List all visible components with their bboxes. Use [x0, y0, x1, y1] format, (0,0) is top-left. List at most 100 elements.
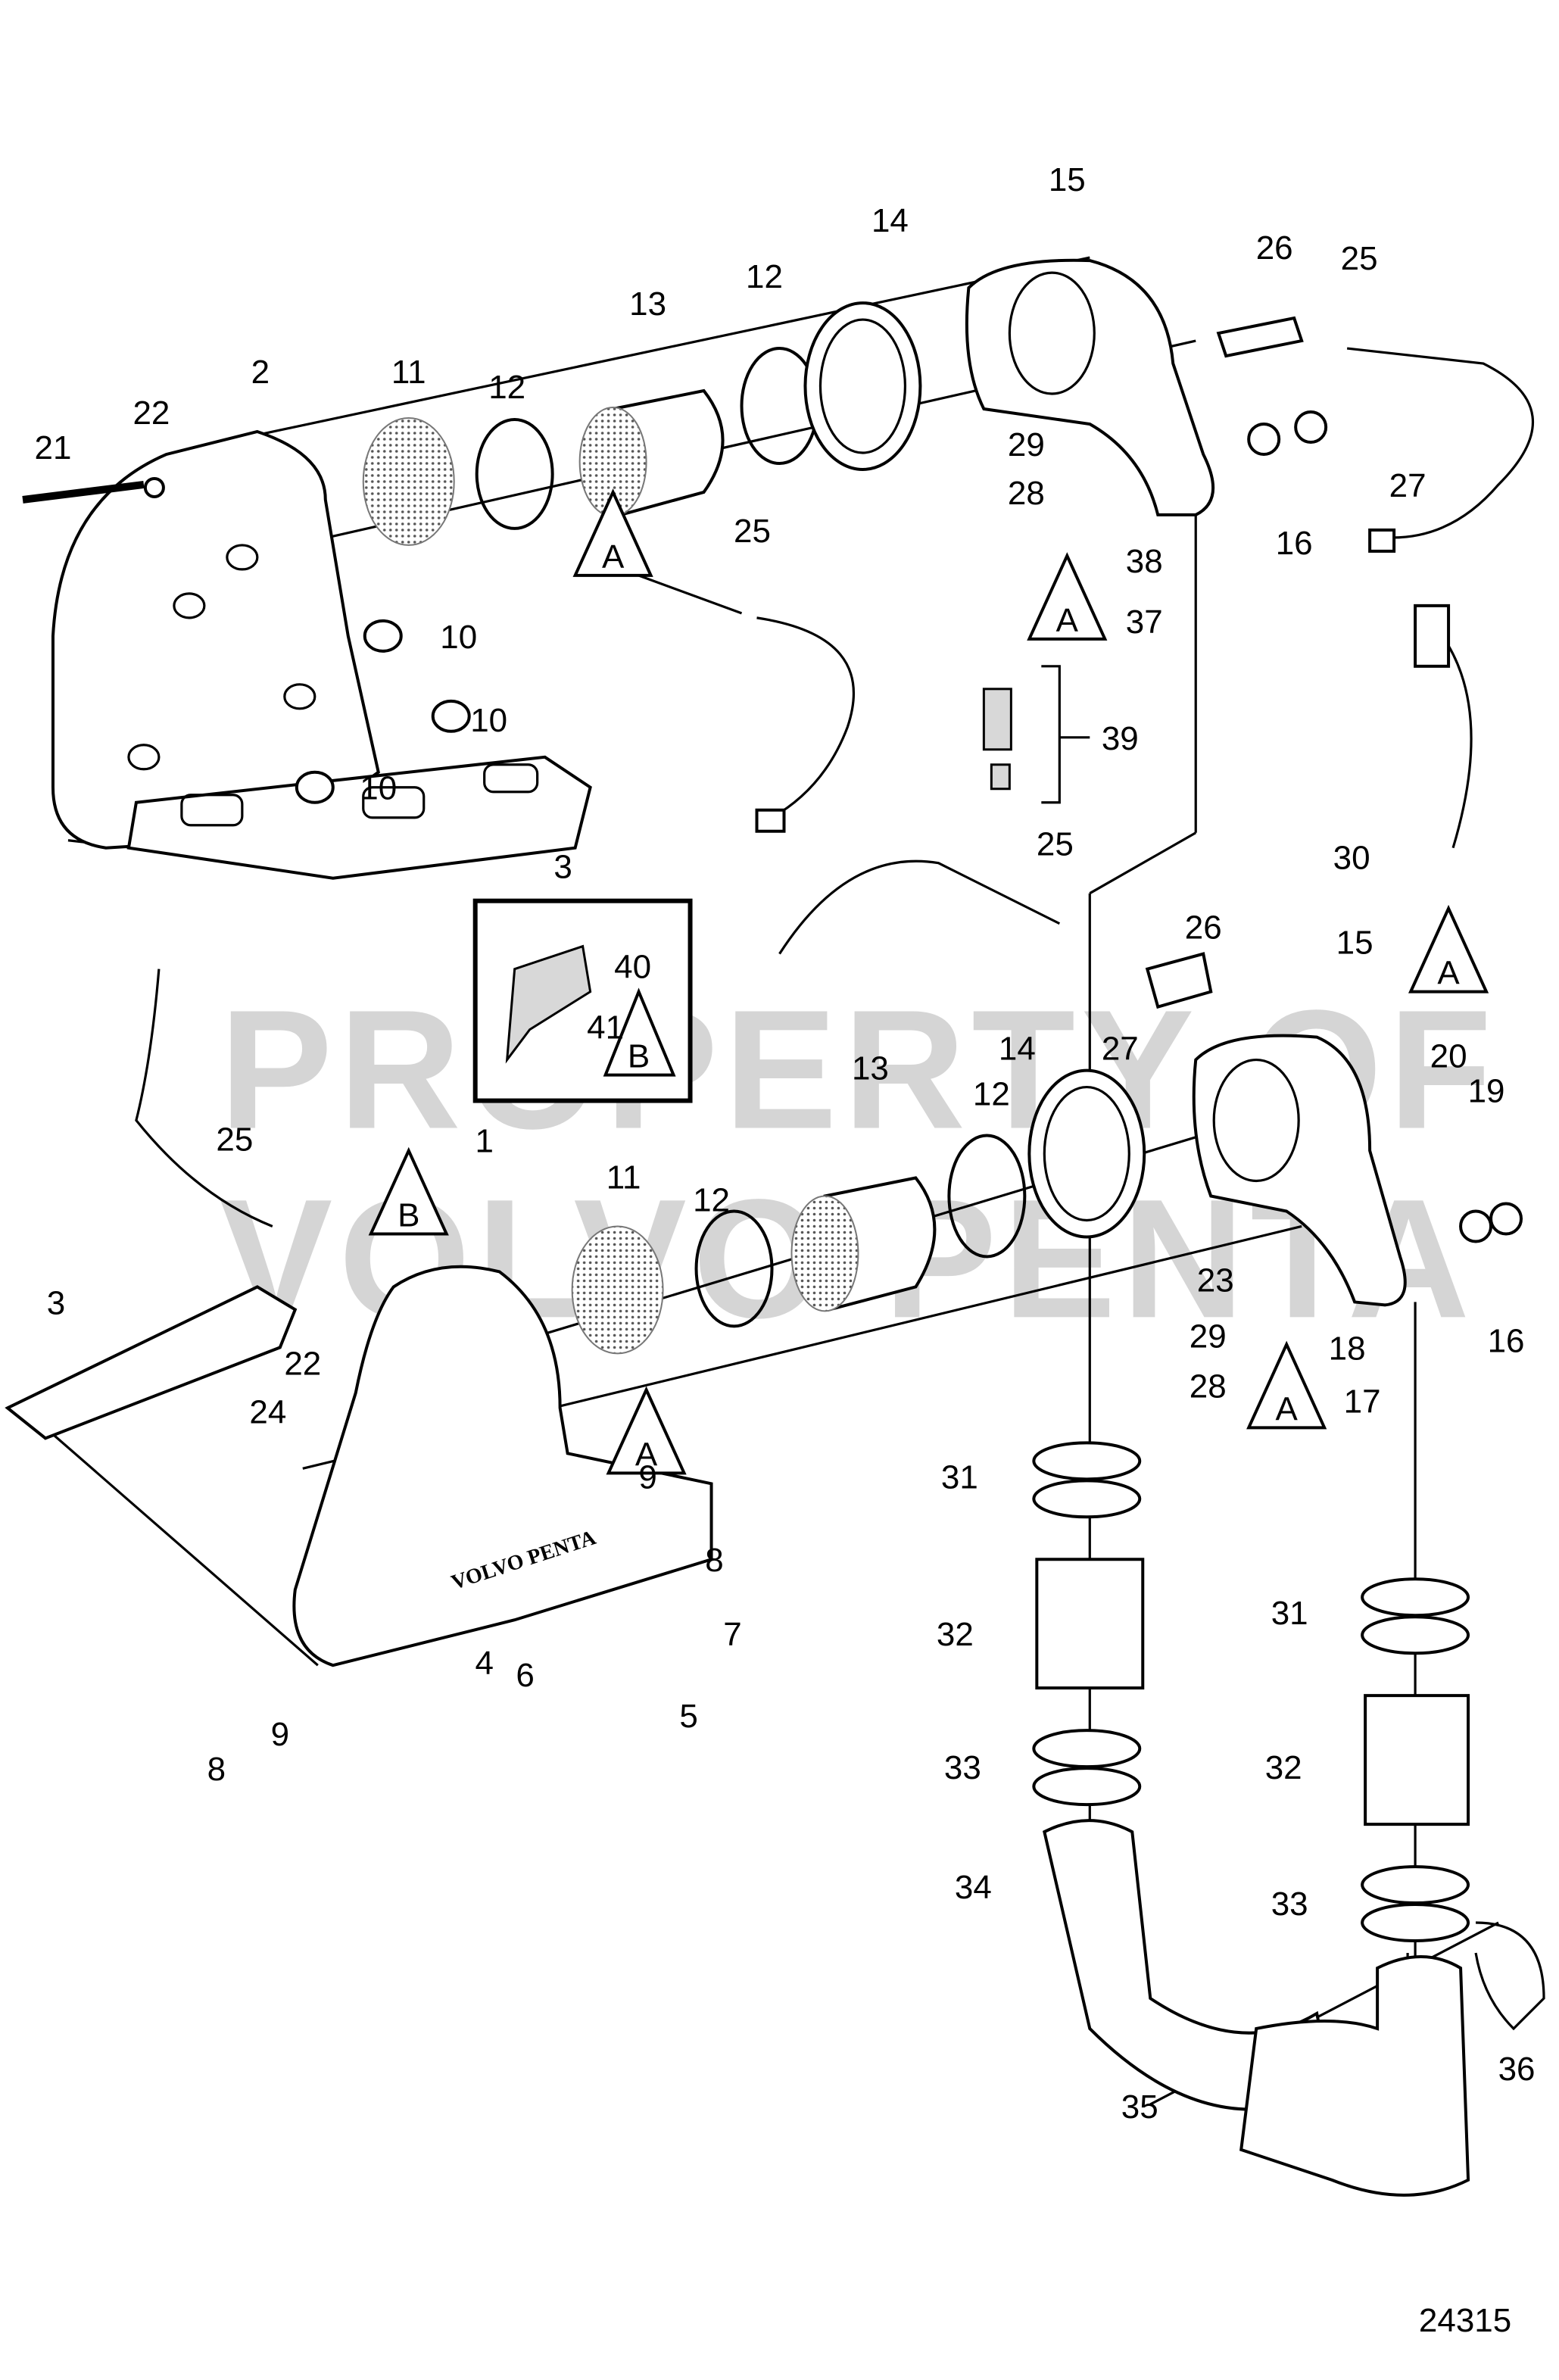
nut-16d	[1489, 1202, 1523, 1236]
mesh-11-lower	[571, 1225, 664, 1355]
callout: 30	[1333, 840, 1370, 877]
callout: 31	[1271, 1595, 1308, 1632]
callout: 39	[1102, 720, 1139, 757]
callout: 37	[1126, 604, 1163, 641]
callout: 15	[1336, 925, 1373, 962]
callout: 19	[1468, 1073, 1505, 1110]
callout: 31	[941, 1458, 978, 1496]
callout: 16	[1488, 1322, 1525, 1359]
callout: 12	[488, 369, 525, 406]
ref-marker-label: B	[398, 1196, 419, 1234]
exhaust-manifold-upper	[51, 429, 380, 850]
callout: 12	[746, 258, 783, 295]
callout: 8	[207, 1751, 226, 1788]
ref-marker-label: A	[1276, 1390, 1299, 1427]
ref-markers: A A A A A B B	[368, 488, 1489, 1475]
callout: 27	[1102, 1031, 1139, 1068]
callout: 20	[1430, 1038, 1467, 1075]
ring-12-upper-a	[475, 417, 554, 530]
callout: 3	[553, 849, 572, 886]
gasket-upper	[126, 755, 592, 880]
callout: 38	[1126, 543, 1163, 580]
callout: 22	[284, 1345, 321, 1382]
callout: 8	[705, 1542, 723, 1579]
callout: 6	[516, 1657, 534, 1694]
callout: 24	[249, 1393, 286, 1430]
callout: 28	[1008, 475, 1045, 512]
callout: 33	[944, 1749, 981, 1786]
callout: 13	[629, 285, 666, 323]
callout: 25	[1037, 826, 1074, 863]
gasket-lower	[5, 1285, 298, 1440]
elbow-15-upper	[965, 258, 1215, 516]
nuts-10	[295, 619, 471, 804]
ref-marker-label: B	[628, 1038, 650, 1075]
callout: 25	[734, 513, 771, 550]
callouts: 15 14 12 13 11 12 2 22 21 26 25 29 28 16…	[35, 161, 1536, 2126]
callout: 35	[1121, 2088, 1158, 2126]
callout: 28	[1190, 1368, 1227, 1405]
callout: 29	[1190, 1318, 1227, 1355]
callout: 23	[1197, 1262, 1234, 1299]
callout: 41	[587, 1009, 624, 1047]
ref-marker-label: A	[1056, 602, 1079, 639]
elbow-15-lower	[1192, 1034, 1407, 1307]
washer-22	[143, 476, 165, 498]
callout: 33	[1271, 1886, 1308, 1923]
callout: 27	[1389, 467, 1426, 504]
sensor-25-middle-cable	[605, 562, 856, 819]
adapter-39	[982, 665, 1090, 804]
callout: 18	[1329, 1330, 1366, 1367]
callout: 4	[475, 1645, 493, 1682]
callout: 36	[1498, 2051, 1536, 2088]
figure-number: 24315	[1419, 2302, 1511, 2339]
callout: 11	[606, 1159, 641, 1196]
callout: 7	[723, 1616, 741, 1653]
ref-marker-a: A	[572, 488, 653, 577]
hose-assembly-right	[1239, 1577, 1470, 2197]
mesh-11-upper	[362, 416, 455, 546]
callout: 22	[133, 395, 170, 432]
bolt-21	[22, 480, 145, 504]
callout: 14	[871, 202, 909, 239]
sensor-25-upper-cable	[1346, 347, 1535, 539]
ref-marker-label: A	[1437, 955, 1460, 992]
callout: 14	[999, 1031, 1036, 1068]
callout: 21	[35, 429, 72, 466]
ref-marker-b: B	[603, 987, 676, 1077]
callout: 10	[470, 702, 507, 739]
callout: 2	[251, 354, 270, 391]
callout: 40	[614, 949, 651, 986]
ref-marker-a: A	[606, 1386, 687, 1475]
callout: 32	[1265, 1749, 1302, 1786]
callout: 34	[955, 1869, 992, 1906]
callout: 32	[937, 1616, 974, 1653]
nut-16a	[1247, 422, 1281, 456]
nut-16b	[1294, 410, 1328, 444]
callout: 11	[391, 354, 426, 391]
sensor-25-upper-connector	[1368, 528, 1396, 553]
exhaust-manifold-lower: VOLVO PENTA	[292, 1265, 713, 1667]
callout: 16	[1276, 525, 1313, 562]
sensor-cable-30-connector	[1414, 604, 1451, 668]
ring-12-lower-a	[694, 1209, 774, 1328]
callout: 1	[475, 1123, 493, 1160]
callout: 13	[852, 1050, 889, 1087]
callout: 25	[1341, 240, 1378, 277]
bracket-26-lower	[1145, 952, 1213, 1009]
nut-16c	[1459, 1209, 1493, 1243]
sensor-25-center-cable	[778, 859, 1061, 955]
ref-marker-b: B	[368, 1146, 449, 1236]
callout: 26	[1185, 909, 1222, 947]
ring-12-lower-b	[947, 1134, 1027, 1259]
ref-marker-label: A	[635, 1436, 658, 1473]
ref-marker-a: A	[1027, 552, 1108, 641]
callout: 10	[440, 619, 477, 656]
ref-marker-a: A	[1246, 1340, 1327, 1430]
sensor-40	[505, 944, 592, 1064]
sensor-25-middle-connector	[755, 808, 786, 833]
callout: 15	[1049, 161, 1086, 198]
callout: 25	[216, 1121, 253, 1159]
sensor-25-left-cable	[135, 969, 273, 1227]
